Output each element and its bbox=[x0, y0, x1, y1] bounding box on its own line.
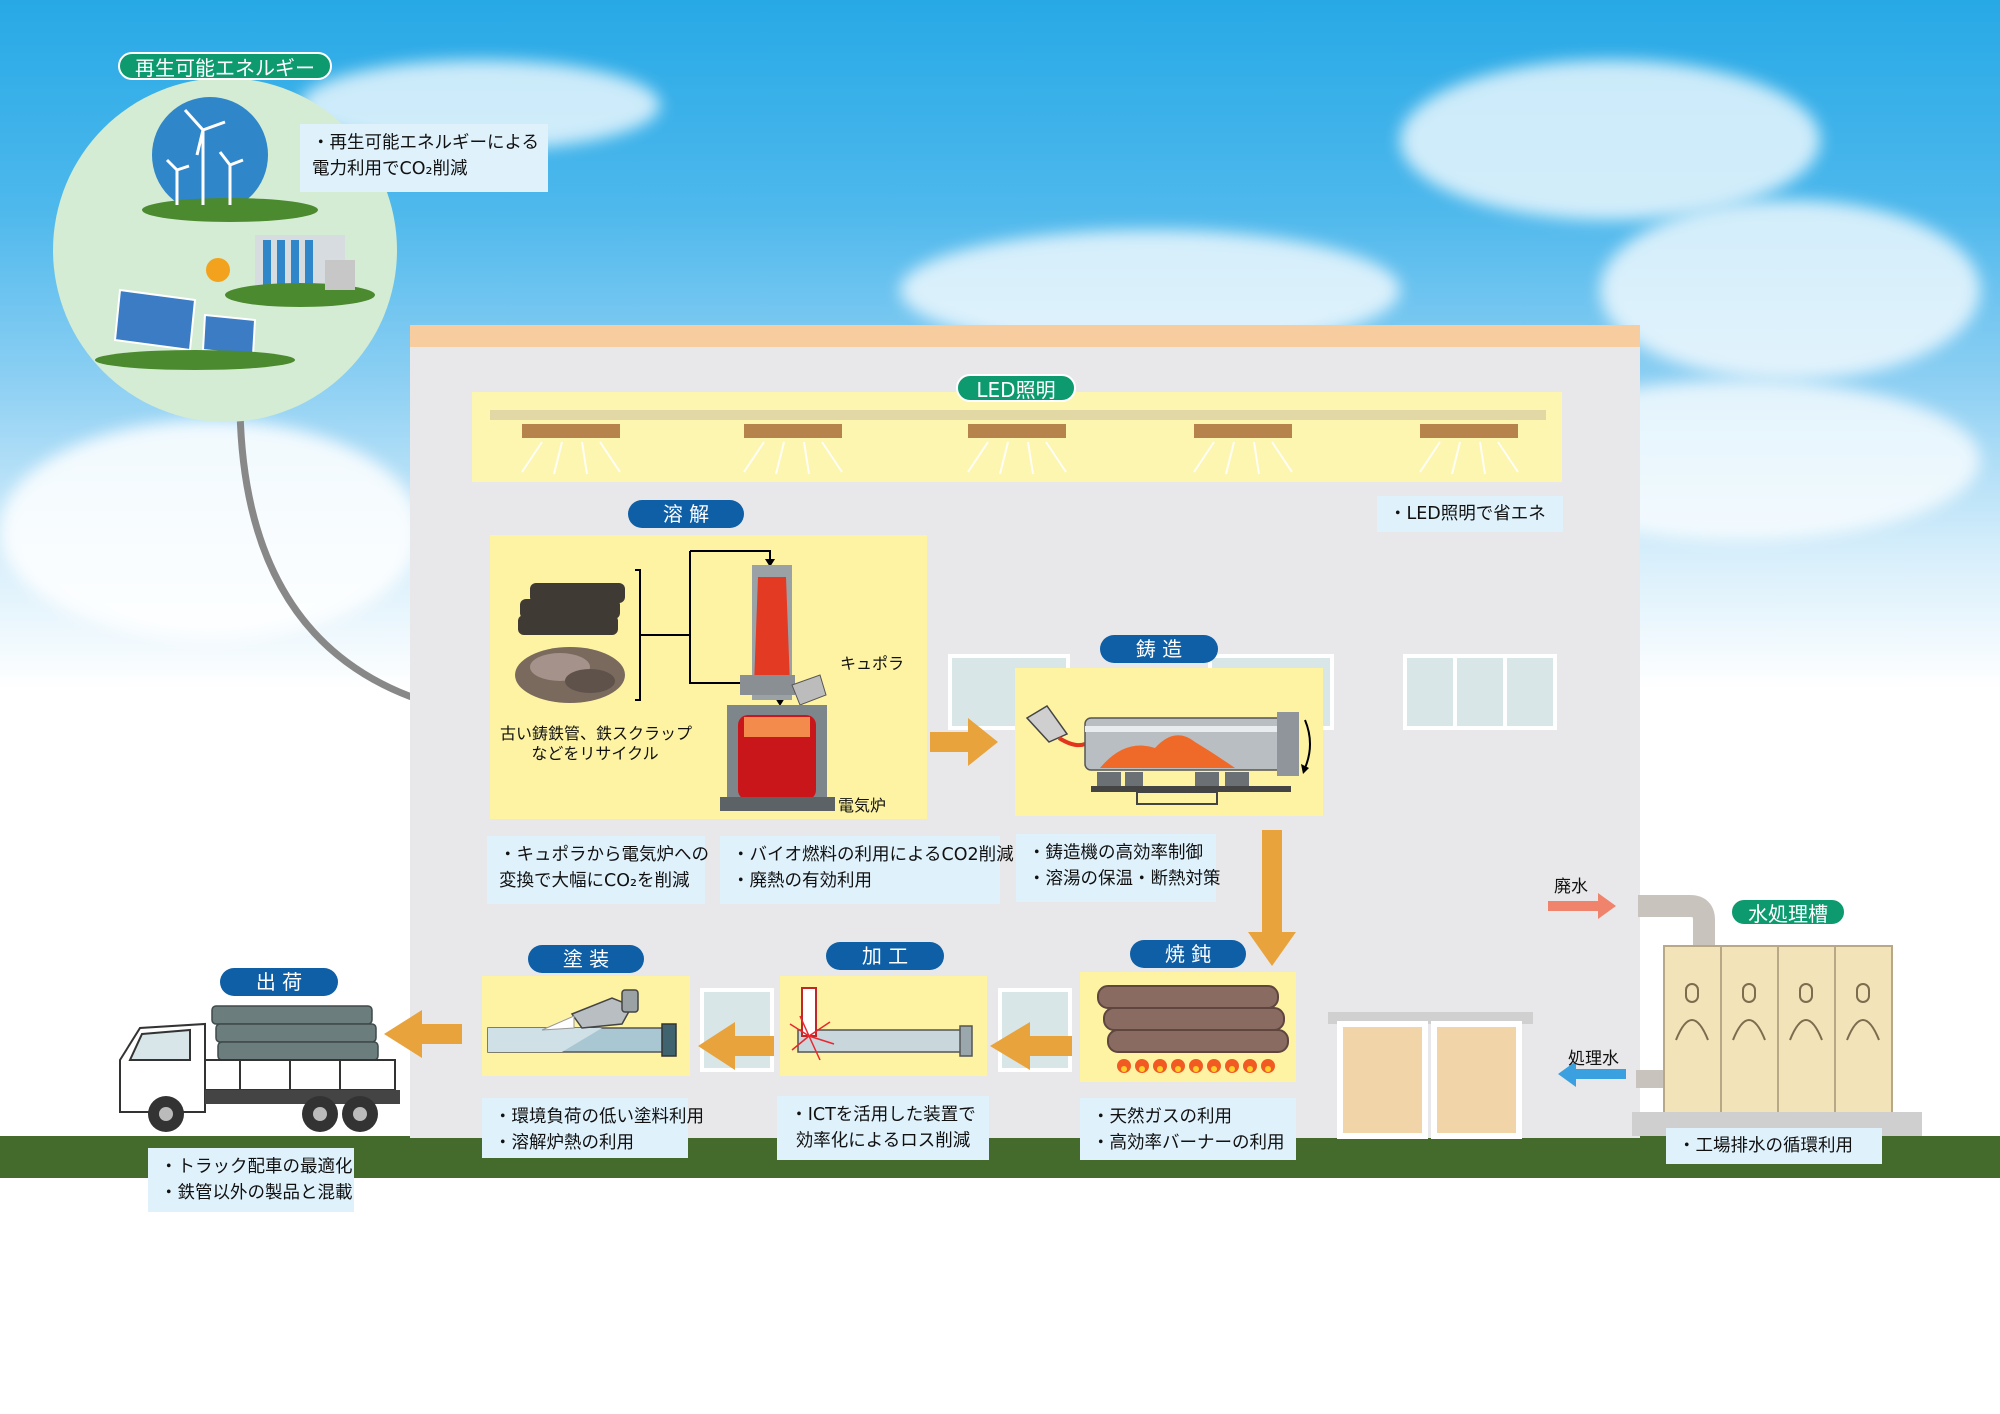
note-line: ・廃熱の有効利用 bbox=[732, 871, 872, 891]
treated-water-label: 処理水 bbox=[1568, 1049, 1619, 1069]
painting-tag: 塗 装 bbox=[528, 945, 644, 973]
note-line: ・再生可能エネルギーによる bbox=[312, 133, 539, 153]
note-line: ・溶湯の保温・断熱対策 bbox=[1028, 869, 1221, 889]
note-line: ・キュポラから電気炉への bbox=[499, 845, 709, 865]
cupola-label: キュポラ bbox=[840, 654, 905, 673]
arrow-left bbox=[698, 1022, 774, 1070]
note-line: ・溶解炉熱の利用 bbox=[494, 1133, 634, 1153]
note-line: ・ICTを活用した装置で bbox=[790, 1105, 976, 1125]
water-note: ・工場排水の循環利用 bbox=[1666, 1128, 1882, 1164]
melting-illustration bbox=[515, 550, 835, 811]
arrow-right bbox=[930, 718, 998, 766]
truck-illustration bbox=[119, 1005, 400, 1132]
note-line: ・高効率バーナーの利用 bbox=[1092, 1133, 1285, 1153]
cloud bbox=[1400, 60, 1820, 220]
renewable-note: ・再生可能エネルギーによる 電力利用でCO₂削減 bbox=[300, 124, 548, 192]
melting-note-1: ・キュポラから電気炉への 変換で大幅にCO₂を削減 bbox=[487, 836, 709, 904]
wastewater-arrow bbox=[1548, 893, 1616, 919]
arrow-left bbox=[990, 1022, 1072, 1070]
water-treatment-illustration bbox=[1548, 893, 1922, 1136]
treated-water-arrow bbox=[1558, 1061, 1626, 1087]
note-line: ・鋳造機の高効率制御 bbox=[1028, 843, 1203, 863]
note-line: ・天然ガスの利用 bbox=[1092, 1107, 1232, 1127]
note-line: ・バイオ燃料の利用によるCO2削減 bbox=[732, 845, 1014, 865]
factory-roof bbox=[410, 325, 1640, 347]
casting-tag: 鋳 造 bbox=[1100, 635, 1218, 663]
wastewater-label: 廃水 bbox=[1554, 877, 1588, 897]
processing-note: ・ICTを活用した装置で 効率化によるロス削減 bbox=[777, 1096, 989, 1160]
led-note: ・LED照明で省エネ bbox=[1377, 496, 1563, 532]
cloud bbox=[1600, 200, 1980, 380]
melting-tag: 溶 解 bbox=[628, 500, 744, 528]
note-line: ・鉄管以外の製品と混載 bbox=[160, 1183, 353, 1203]
annealing-note: ・天然ガスの利用 ・高効率バーナーの利用 bbox=[1080, 1098, 1296, 1160]
processing-tag: 加 工 bbox=[826, 942, 944, 970]
painting-illustration bbox=[487, 989, 677, 1057]
led-tag: LED照明 bbox=[956, 374, 1076, 402]
note-line: ・トラック配車の最適化 bbox=[160, 1157, 353, 1177]
casting-illustration bbox=[1025, 705, 1311, 805]
renewable-tag: 再生可能エネルギー bbox=[118, 52, 332, 80]
painting-note: ・環境負荷の低い塗料利用 ・溶解炉熱の利用 bbox=[482, 1098, 704, 1158]
annealing-tag: 焼 鈍 bbox=[1130, 940, 1246, 968]
arrow-down bbox=[1248, 830, 1296, 966]
caption-line: 古い鋳鉄管、鉄スクラップ bbox=[500, 724, 693, 743]
led-lights bbox=[490, 410, 1546, 475]
shipping-note: ・トラック配車の最適化 ・鉄管以外の製品と混載 bbox=[148, 1148, 354, 1212]
note-line: 変換で大幅にCO₂を削減 bbox=[499, 871, 690, 891]
caption-line: などをリサイクル bbox=[531, 744, 659, 763]
cloud bbox=[0, 420, 420, 640]
water-tank-tag: 水処理槽 bbox=[1730, 898, 1846, 926]
casting-note: ・鋳造機の高効率制御 ・溶湯の保温・断熱対策 bbox=[1016, 834, 1221, 902]
note-line: 効率化によるロス削減 bbox=[795, 1131, 971, 1151]
note-line: 電力利用でCO₂削減 bbox=[312, 159, 468, 179]
electric-furnace-label: 電気炉 bbox=[838, 796, 887, 815]
shipping-tag: 出 荷 bbox=[220, 968, 338, 996]
annealing-illustration bbox=[1097, 985, 1289, 1073]
note-line: ・環境負荷の低い塗料利用 bbox=[494, 1107, 704, 1127]
arrow-left bbox=[384, 1010, 462, 1058]
processing-illustration bbox=[789, 987, 973, 1061]
melting-note-2: ・バイオ燃料の利用によるCO2削減 ・廃熱の有効利用 bbox=[720, 836, 1014, 904]
scrap-caption: 古い鋳鉄管、鉄スクラップ などをリサイクル bbox=[500, 724, 693, 764]
